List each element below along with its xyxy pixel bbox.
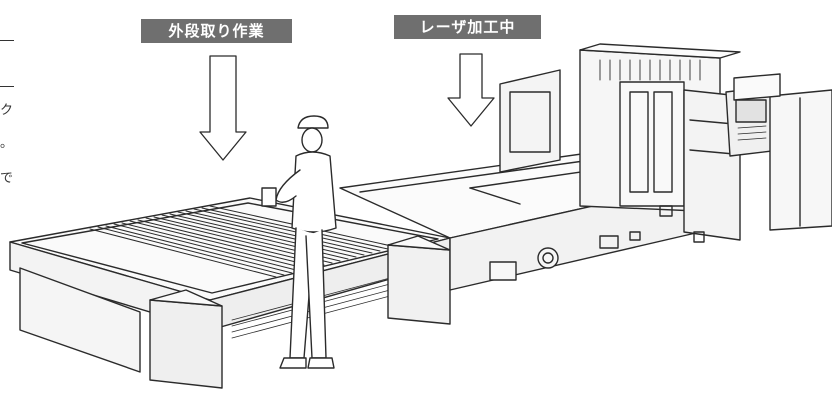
margin-text-fragment: 。 — [0, 136, 14, 151]
arrow-right-down-icon — [447, 53, 495, 127]
worker-figure — [261, 115, 337, 369]
margin-text-fragment: ク — [0, 103, 14, 118]
work-table — [9, 197, 451, 389]
label-laser-processing: レーザ加工中 — [394, 15, 541, 39]
margin-rule — [0, 40, 14, 41]
margin-text-fragment: で — [0, 171, 14, 186]
label-external-setup: 外段取り作業 — [141, 19, 292, 43]
margin-rule — [0, 86, 14, 87]
laser-gantry — [499, 43, 832, 243]
arrow-left-down-icon — [199, 55, 247, 161]
